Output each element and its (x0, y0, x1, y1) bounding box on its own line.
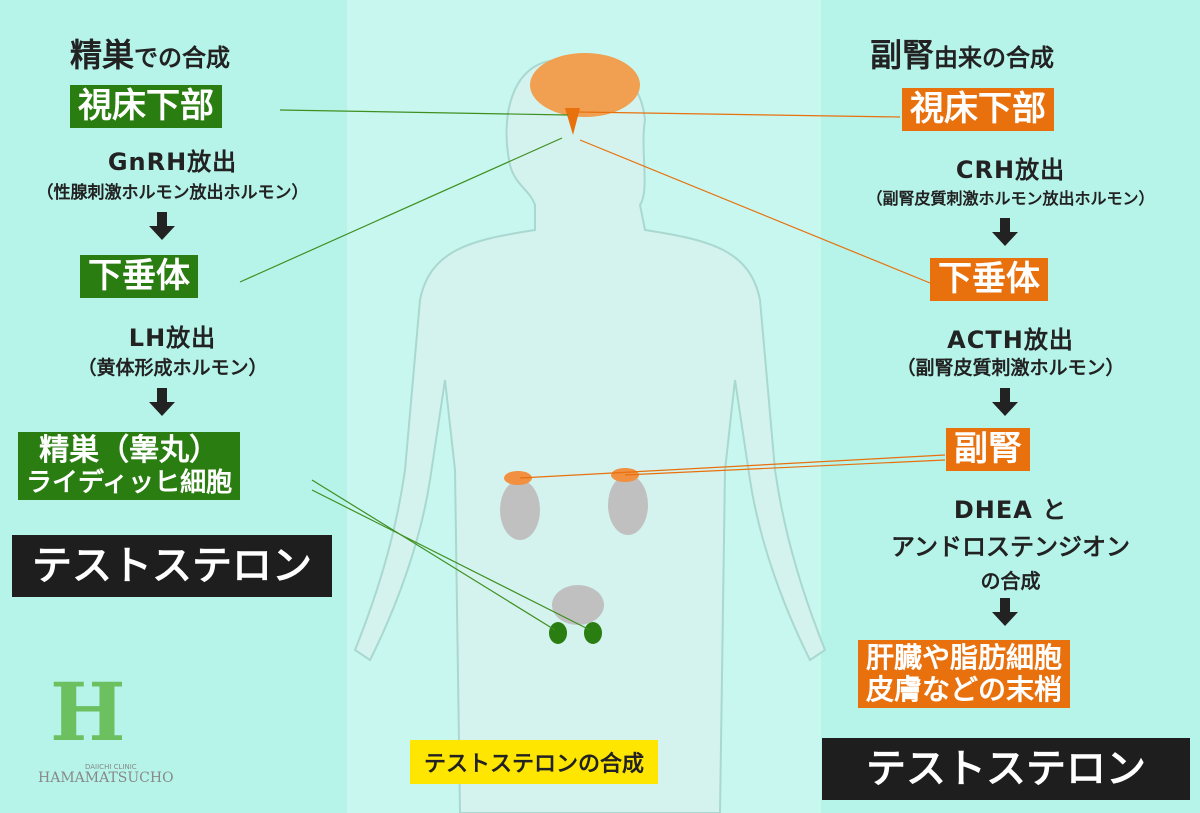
brain (530, 53, 640, 117)
right-acth: ACTH放出 (947, 326, 1074, 354)
logo-sub: DAIICHI CLINIC (85, 763, 137, 771)
left-gnrh: GnRH放出 (107, 148, 238, 176)
adrenal-left (504, 471, 532, 485)
right-dhea: DHEA と (953, 496, 1068, 524)
left-lh-desc: （黄体形成ホルモン） (77, 357, 268, 379)
right-peripheral-box: 肝臓や脂肪細胞皮膚などの末梢 (858, 640, 1071, 709)
left-lh: LH放出 (128, 324, 217, 352)
right-title: 副腎由来の合成 (870, 30, 1054, 76)
kidney-right (608, 475, 648, 535)
testis-label: 精巣（睾丸） (39, 433, 220, 468)
right-title-big: 副腎 (870, 36, 935, 74)
testis-left (549, 622, 567, 644)
pituitary (565, 108, 580, 135)
right-androstenedione: アンドロステンジオン (890, 533, 1131, 561)
left-result: テストステロン (12, 535, 332, 597)
center-caption: テストステロンの合成 (410, 740, 659, 784)
bladder (552, 585, 604, 625)
left-testis-box: 精巣（睾丸）ライディッヒ細胞 (18, 432, 241, 501)
right-crh: CRH放出 (955, 156, 1066, 184)
right-hypothalamus-box: 視床下部 (902, 88, 1054, 132)
right-acth-desc: （副腎皮質刺激ホルモン） (896, 357, 1125, 379)
right-result: テストステロン (822, 738, 1190, 800)
left-gnrh-desc: （性腺刺激ホルモン放出ホルモン） (36, 183, 309, 203)
logo-name: HAMAMATSUCHO (38, 770, 174, 786)
right-pituitary-box: 下垂体 (930, 258, 1048, 302)
kidney-left (500, 480, 540, 540)
testis-right (584, 622, 602, 644)
logo: H (50, 665, 126, 759)
leydig-label: ライディッヒ細胞 (26, 467, 233, 498)
right-title-small: 由来の合成 (934, 44, 1055, 72)
skin-peripheral-label: 皮膚などの末梢 (866, 673, 1063, 707)
right-adrenal-box: 副腎 (946, 428, 1030, 472)
right-crh-desc: （副腎皮質刺激ホルモン放出ホルモン） (866, 189, 1155, 208)
left-title-big: 精巣 (70, 36, 135, 74)
liver-fat-label: 肝臓や脂肪細胞 (866, 641, 1063, 674)
left-title: 精巣での合成 (70, 30, 230, 76)
right-synthesis: の合成 (980, 569, 1041, 593)
left-pituitary-box: 下垂体 (80, 255, 198, 299)
left-hypothalamus-box: 視床下部 (70, 85, 222, 129)
left-title-small: での合成 (134, 44, 231, 72)
